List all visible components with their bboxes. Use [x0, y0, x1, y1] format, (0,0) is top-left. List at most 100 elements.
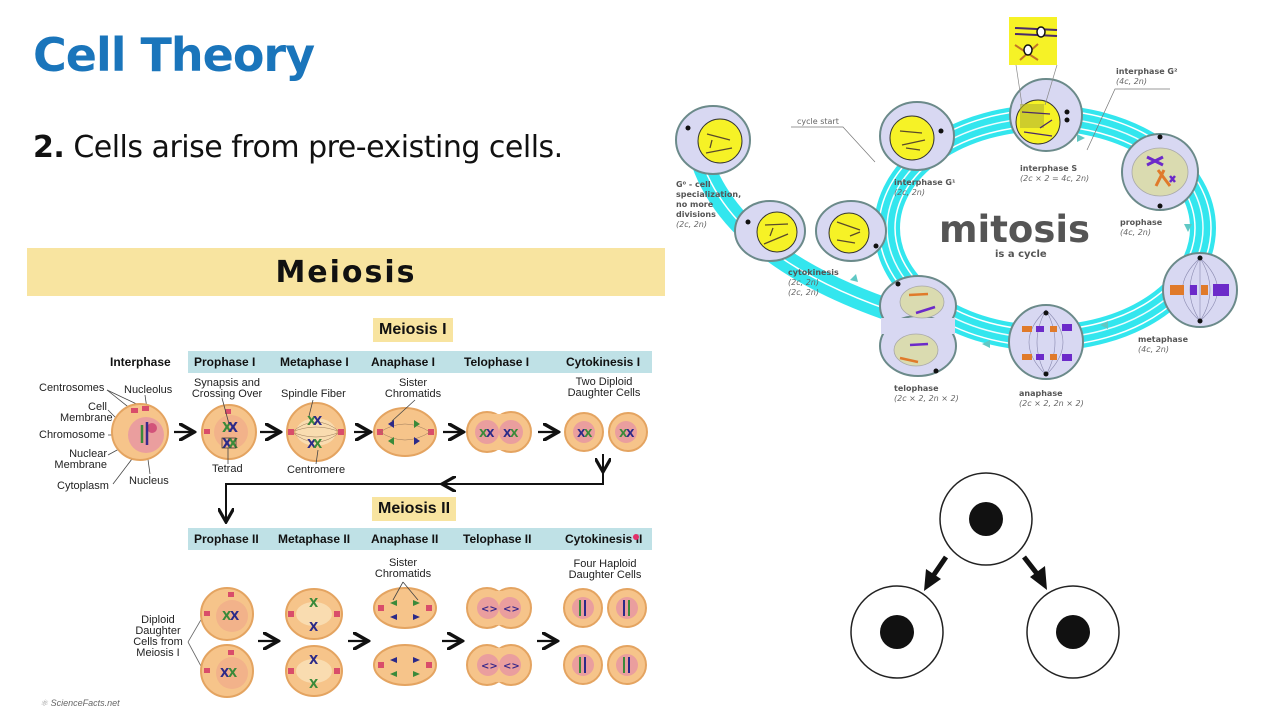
- svg-text:X: X: [222, 437, 232, 452]
- phase-cytokinesis-1: Cytokinesis I: [566, 355, 641, 369]
- interphase-g1-cell: [879, 101, 955, 171]
- daughter-left-nucleus: [880, 615, 914, 649]
- svg-text:X: X: [313, 437, 323, 451]
- atom-logo-icon: ⚛: [40, 698, 51, 708]
- callout-synapsis-line2: Crossing Over: [191, 388, 263, 400]
- cell-division-diagram: [850, 472, 1120, 679]
- meiosis-2-phase-bar: Prophase II Metaphase II Anaphase II Tel…: [188, 528, 652, 550]
- prophase-cell: [1121, 133, 1199, 211]
- interphase-label: Interphase: [110, 355, 171, 369]
- callout-centromere: Centromere: [287, 464, 346, 476]
- svg-text:X: X: [503, 427, 512, 440]
- cytokinesis-cells: [734, 200, 887, 262]
- callout-sister-line2: Chromatids: [384, 388, 442, 400]
- callout-centrosomes: Centrosomes: [39, 382, 105, 394]
- prophase-sub: (4c, 2n): [1120, 228, 1151, 237]
- callout-cytoplasm: Cytoplasm: [57, 480, 109, 492]
- g0-label-line2: specialization,: [676, 190, 741, 199]
- callout-nucleus: Nucleus: [129, 475, 169, 487]
- svg-text:X: X: [479, 427, 488, 440]
- callout-diploid-from-meiosis-1: Diploid Daughter Cells from Meiosis I: [128, 615, 188, 659]
- anaphase-label: anaphase: [1019, 389, 1063, 398]
- callout-chromosome: Chromosome: [39, 429, 106, 441]
- callout-diploid-line3: Cells from: [133, 636, 183, 648]
- phase-prophase-2: Prophase II: [194, 532, 259, 546]
- metaphase-cell: [1162, 252, 1238, 328]
- svg-text:X: X: [228, 666, 238, 680]
- telophase-cell: [879, 275, 957, 377]
- parent-cell: [939, 472, 1033, 566]
- anaphase-sub: (2c × 2, 2n × 2): [1019, 399, 1084, 408]
- daughter-cell-right: [1026, 585, 1120, 679]
- svg-text:X: X: [309, 677, 319, 691]
- callout-sister2-line1: Sister: [388, 557, 418, 569]
- svg-text:X: X: [626, 427, 635, 440]
- metaphase-2-cells: XX XX: [285, 588, 343, 697]
- callout-spindle-fiber: Spindle Fiber: [281, 388, 346, 400]
- meiosis-banner: Meiosis: [27, 248, 665, 296]
- metaphase-sub: (4c, 2n): [1138, 345, 1169, 354]
- callout-nuclear-membrane-line1: Nuclear: [69, 448, 107, 460]
- phase-prophase-1: Prophase I: [194, 355, 256, 369]
- callout-synapsis-line1: Synapsis and: [193, 377, 261, 389]
- point-text: Cells arise from pre-existing cells.: [64, 130, 563, 165]
- slide-title: Cell Theory: [33, 28, 315, 82]
- svg-text:X: X: [307, 437, 317, 451]
- cytokinesis-1-cells: XX XX: [564, 412, 648, 452]
- phase-anaphase-2: Anaphase II: [371, 532, 439, 546]
- metaphase-1-cell: XX XX: [286, 399, 346, 465]
- cytokinesis-sub-1: (2c, 2n): [788, 278, 819, 287]
- svg-text:<>: <>: [503, 604, 520, 615]
- telophase-1-cell: XX XX: [466, 411, 532, 453]
- meiosis-connector-arrow: [226, 454, 603, 520]
- callout-four-haploid-line1: Four Haploid: [573, 558, 637, 570]
- svg-text:X: X: [220, 666, 230, 680]
- svg-text:X: X: [584, 427, 593, 440]
- svg-text:X: X: [222, 421, 232, 436]
- svg-text:X: X: [313, 414, 323, 428]
- callout-two-diploid-line2: Daughter Cells: [567, 387, 641, 399]
- callout-diploid-line1: Diploid: [141, 614, 175, 626]
- telophase-2-cells: <><> <><>: [466, 587, 532, 686]
- g1-sub: (2c, 2n): [894, 188, 925, 197]
- callout-four-haploid-line2: Daughter Cells: [568, 569, 642, 581]
- meiosis-1-phase-bar: Prophase I Metaphase I Anaphase I Teloph…: [188, 351, 652, 373]
- sciencefacts-credit: ⚛ ScienceFacts.net: [40, 698, 120, 709]
- meiosis-1-label: Meiosis I: [373, 318, 453, 342]
- credit-text: ScienceFacts.net: [50, 698, 120, 708]
- g0-label-line1: G⁰ - cell: [676, 180, 711, 189]
- svg-text:X: X: [309, 596, 319, 610]
- division-arrow-right: [1022, 555, 1047, 590]
- svg-text:X: X: [222, 609, 232, 623]
- g2-sub: (4c, 2n): [1116, 77, 1147, 86]
- phase-metaphase-2: Metaphase II: [278, 532, 351, 546]
- mitosis-subtitle: is a cycle: [995, 249, 1047, 260]
- phase-metaphase-1: Metaphase I: [280, 355, 349, 369]
- phase-cytokinesis-2: Cytokinesis II: [565, 532, 643, 546]
- phase-telophase-2: Telophase II: [463, 532, 532, 546]
- callout-sister-line1: Sister: [398, 377, 428, 389]
- prophase-2-cells: XX XX: [200, 587, 254, 698]
- diploid-leader-lines: [187, 617, 203, 669]
- cytokinesis-2-cells: [563, 534, 647, 685]
- meiosis-2-label: Meiosis II: [372, 497, 457, 521]
- cycle-start-label: cycle start: [797, 117, 839, 126]
- telophase-label: telophase: [894, 384, 939, 393]
- anaphase-2-cells: [373, 581, 437, 686]
- phase-telophase-1: Telophase I: [464, 355, 530, 369]
- cytokinesis-label: cytokinesis: [788, 268, 839, 277]
- svg-text:X: X: [309, 620, 319, 634]
- mitosis-title: mitosis: [939, 208, 1090, 251]
- anaphase-1-cell: [373, 399, 437, 457]
- cytokinesis-sub-2: (2c, 2n): [788, 288, 819, 297]
- svg-text:<>: <>: [481, 661, 498, 672]
- telophase-sub: (2c × 2, 2n × 2): [894, 394, 959, 403]
- callout-cell-membrane-line2: Membrane: [60, 412, 113, 424]
- svg-text:<>: <>: [481, 604, 498, 615]
